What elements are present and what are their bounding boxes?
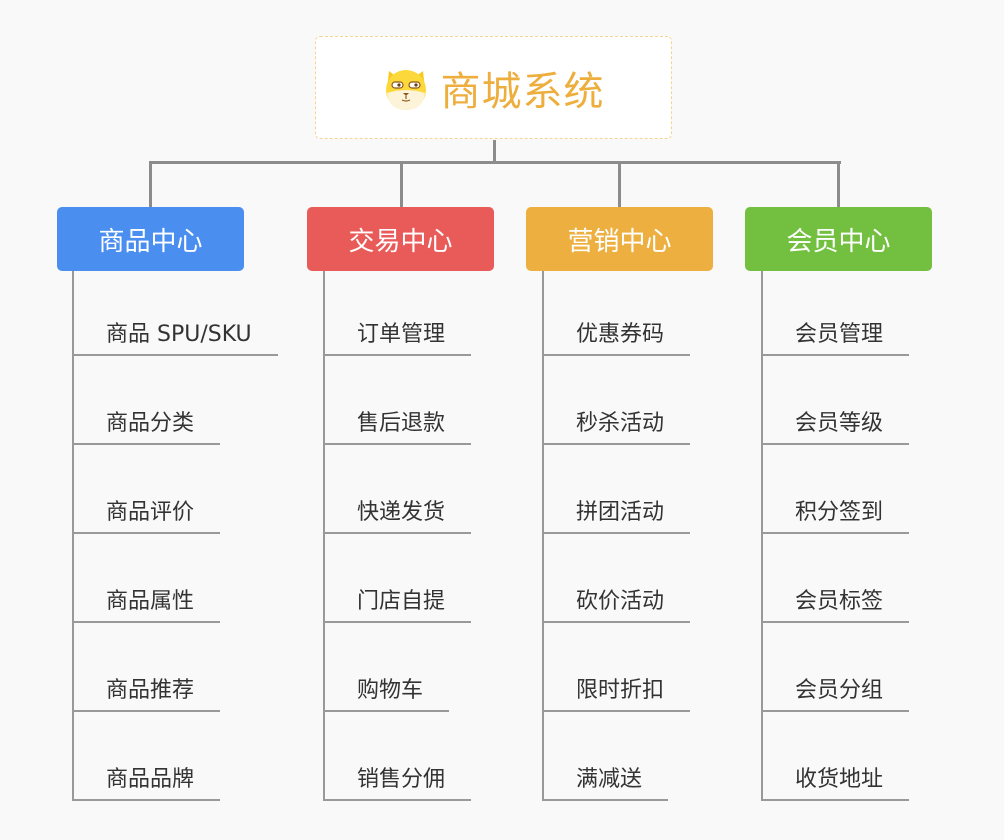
item-label: 订单管理: [323, 316, 472, 356]
item-label: 快递发货: [323, 494, 472, 534]
connector-branch: [837, 161, 840, 207]
category-header: 商品中心: [57, 207, 244, 271]
category-header: 营销中心: [526, 207, 713, 271]
root-title: 商城系统: [440, 68, 605, 115]
item-label: 限时折扣: [542, 672, 691, 712]
item-label: 门店自提: [323, 583, 472, 623]
item-label: 商品评价: [72, 494, 221, 534]
connector-branch: [149, 161, 152, 207]
item-label: 积分签到: [761, 494, 910, 534]
item-label: 会员等级: [761, 405, 910, 445]
item-label: 收货地址: [761, 761, 910, 801]
column-line: [323, 271, 325, 800]
item-label: 商品推荐: [72, 672, 221, 712]
column-line: [761, 271, 763, 800]
shiba-dog-face-icon: [385, 69, 426, 110]
root-node: 商城系统: [315, 36, 672, 139]
column-line: [72, 271, 74, 800]
item-label: 商品 SPU/SKU: [72, 316, 278, 356]
item-label: 会员管理: [761, 316, 910, 356]
item-label: 拼团活动: [542, 494, 691, 534]
item-label: 满减送: [542, 761, 669, 801]
connector-branch: [618, 161, 621, 207]
item-label: 销售分佣: [323, 761, 472, 801]
connector-bar: [149, 161, 841, 164]
item-label: 砍价活动: [542, 583, 691, 623]
item-label: 商品分类: [72, 405, 221, 445]
connector-trunk: [493, 140, 496, 164]
item-label: 会员分组: [761, 672, 910, 712]
item-label: 会员标签: [761, 583, 910, 623]
item-label: 秒杀活动: [542, 405, 691, 445]
connector-branch: [400, 161, 403, 207]
item-label: 优惠券码: [542, 316, 691, 356]
item-label: 购物车: [323, 672, 450, 712]
item-label: 商品属性: [72, 583, 221, 623]
item-label: 商品品牌: [72, 761, 221, 801]
item-label: 售后退款: [323, 405, 472, 445]
column-line: [542, 271, 544, 800]
category-header: 会员中心: [745, 207, 932, 271]
category-header: 交易中心: [307, 207, 494, 271]
